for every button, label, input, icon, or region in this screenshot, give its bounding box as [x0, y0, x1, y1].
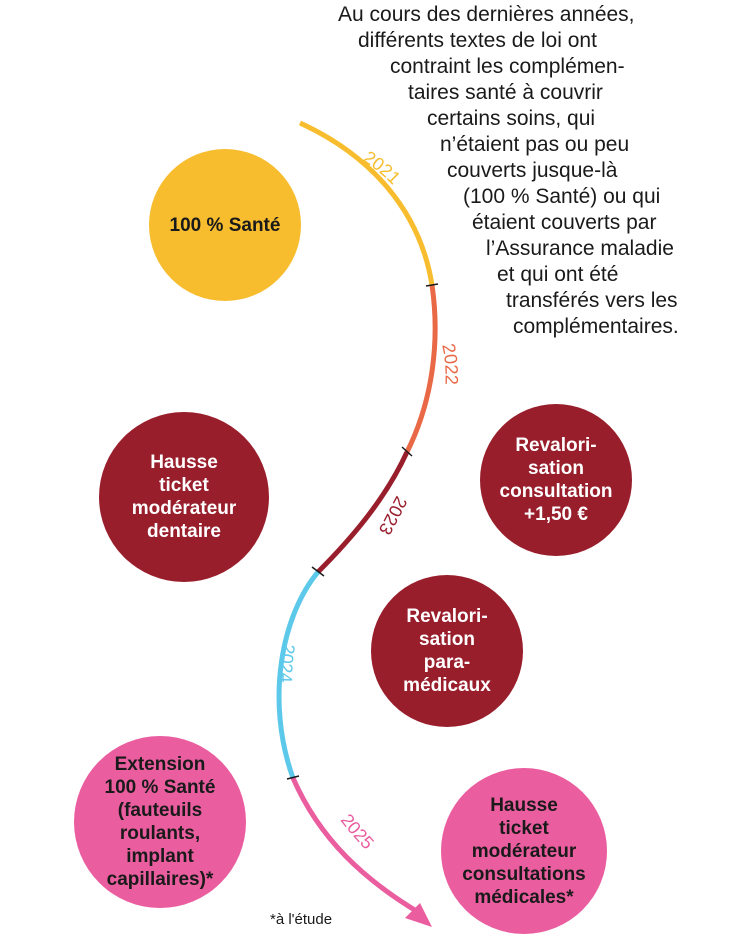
timeline-tick [401, 446, 413, 457]
event-text: sation [528, 458, 584, 479]
event-text: modérateur [131, 498, 237, 519]
timeline-tick [425, 283, 439, 287]
year-label-2022: 2022 [438, 342, 461, 385]
year-label-2024-text: 2024 [276, 642, 299, 683]
timeline-segment-2022 [407, 285, 435, 452]
intro-line: différents textes de loi ont [358, 29, 597, 52]
event-text: médicaux [403, 675, 491, 696]
event-revalorisation-paramedicaux: Revalori- sation para- médicaux [371, 575, 523, 727]
event-hausse-ticket-dentaire: Hausse ticket modérateur dentaire [99, 412, 269, 582]
timeline-segment-2021 [300, 123, 432, 285]
year-label-2025: 2025 [337, 810, 378, 853]
intro-line: certains soins, qui [427, 107, 596, 130]
intro-line: (100 % Santé) ou qui [463, 185, 661, 208]
year-label-2022-text: 2022 [438, 342, 461, 385]
event-revalorisation-consultation: Revalori- sation consultation +1,50 € [480, 404, 632, 556]
event-text: consultations [462, 863, 586, 885]
event-text: consultation [499, 481, 613, 502]
event-text: 100 % Santé [104, 777, 216, 798]
intro-line: n’étaient pas ou peu [440, 133, 630, 156]
event-extension-100-sante: Extension 100 % Santé (fauteuils roulant… [74, 736, 246, 908]
intro-line: taires santé à couvrir [408, 81, 603, 104]
event-text: Extension [114, 754, 206, 775]
event-text: 100 % Santé [169, 214, 281, 236]
event-text: +1,50 € [524, 504, 588, 525]
event-text: Revalori- [406, 606, 488, 627]
intro-text: Au cours des dernières années, différent… [300, 2, 740, 340]
timeline-tick [311, 566, 325, 577]
event-text: médicales* [474, 886, 574, 908]
intro-line: Au cours des dernières années, [338, 3, 635, 26]
event-text: roulants, [119, 823, 201, 844]
event-text: capillaires)* [106, 869, 214, 890]
intro-line: complémentaires. [513, 315, 679, 338]
timeline-tick [286, 775, 300, 780]
event-text: ticket [159, 475, 209, 496]
event-text: (fauteuils [117, 800, 203, 821]
event-text: implant [126, 846, 194, 867]
event-text: ticket [499, 817, 549, 839]
intro-line: contraint les complémen- [390, 55, 625, 78]
event-100-sante: 100 % Santé [149, 149, 301, 301]
intro-line: et qui ont été [497, 263, 619, 286]
intro-line: couverts jusque-là [447, 159, 618, 182]
event-text: para- [423, 652, 471, 673]
event-text: dentaire [147, 521, 221, 542]
event-text: Hausse [150, 452, 218, 473]
event-hausse-ticket-consultations: Hausse ticket modérateur consultations m… [441, 768, 607, 934]
intro-line: l’Assurance maladie [486, 237, 674, 260]
intro-line: étaient couverts par [472, 211, 657, 234]
year-label-2024: 2024 [276, 642, 299, 683]
event-text: Hausse [490, 794, 558, 816]
intro-line: transférés vers les [506, 289, 678, 312]
timeline-segment-2025 [293, 778, 418, 912]
year-label-2025-text: 2025 [337, 810, 378, 853]
footnote: *à l'étude [270, 911, 333, 928]
event-text: sation [419, 629, 475, 650]
arrow-head-icon [405, 903, 432, 927]
event-text: Revalori- [515, 435, 597, 456]
event-text: modérateur [471, 840, 577, 862]
